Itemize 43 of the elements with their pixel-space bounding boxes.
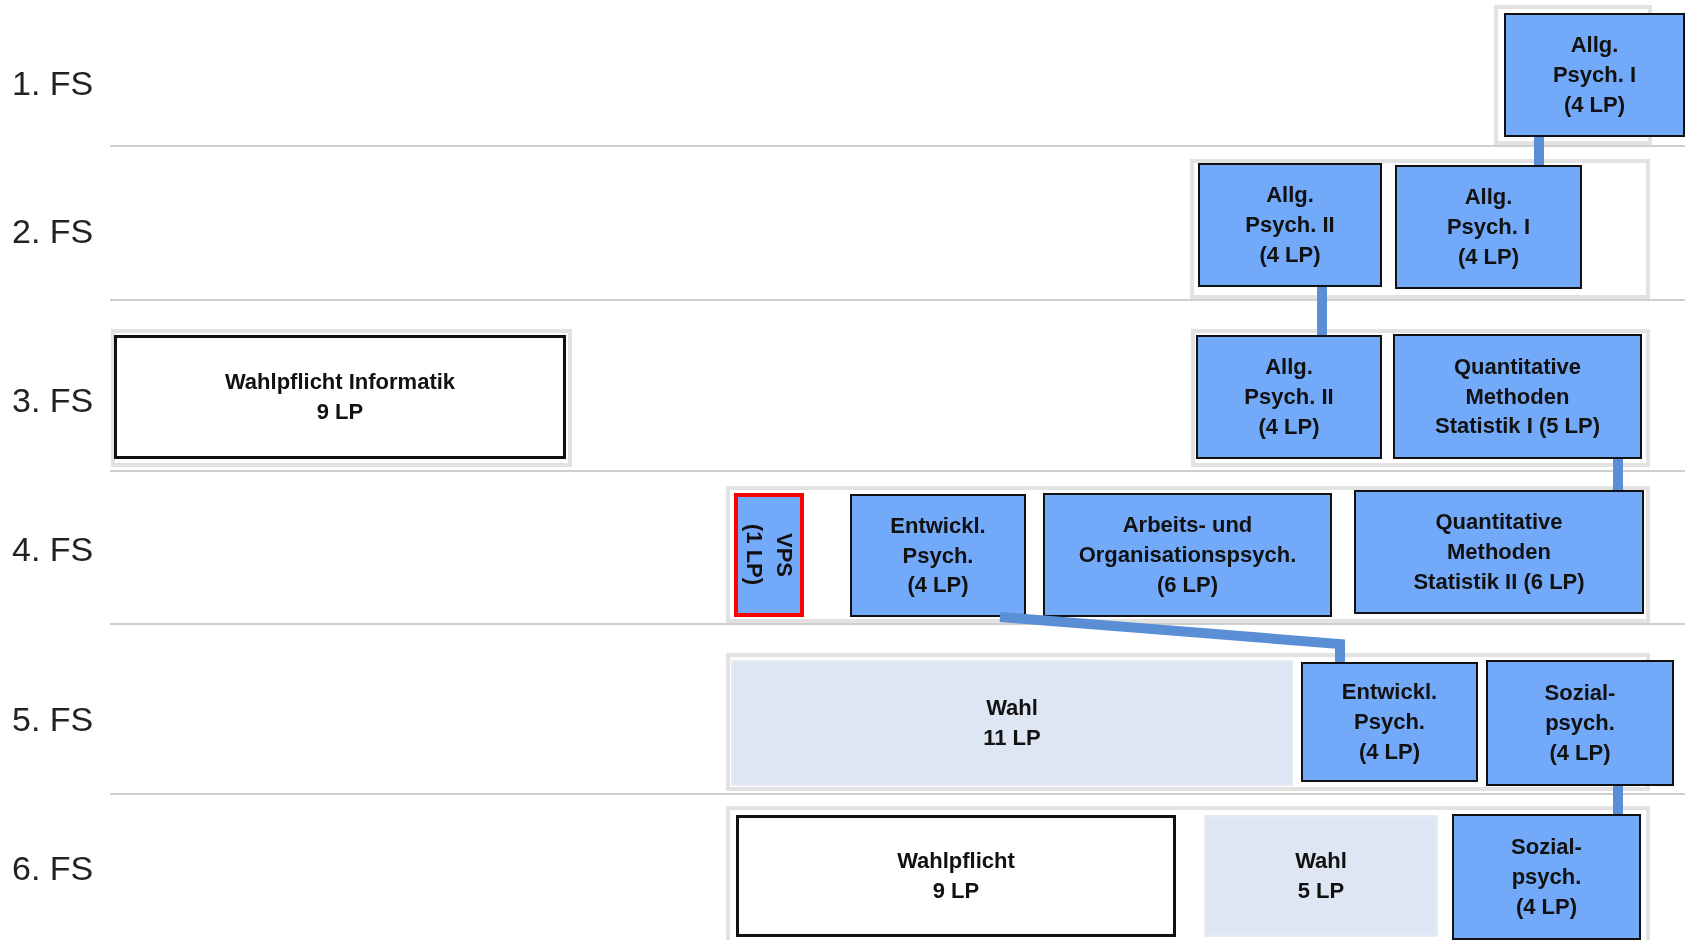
module-label: VPS (1 LP) bbox=[741, 523, 798, 588]
module-label: Sozial- psych. (4 LP) bbox=[1510, 833, 1583, 921]
module-box bbox=[1301, 662, 1478, 782]
module-box bbox=[1486, 660, 1674, 786]
module-box bbox=[1196, 335, 1382, 459]
module-box bbox=[1198, 163, 1382, 287]
module-box bbox=[850, 494, 1026, 617]
semester-label: 4. FS bbox=[12, 532, 95, 566]
module-label: Sozial- psych. (4 LP) bbox=[1543, 679, 1617, 767]
module-label: Allg. Psych. I (4 LP) bbox=[1445, 183, 1532, 271]
connector-line bbox=[1534, 137, 1544, 165]
module-label: Allg. Psych. I (4 LP) bbox=[1551, 31, 1638, 119]
module-box bbox=[1043, 493, 1332, 617]
semester-label: 2. FS bbox=[12, 214, 95, 248]
connector-line bbox=[1613, 459, 1623, 490]
elective-box bbox=[114, 335, 566, 459]
module-box bbox=[1393, 334, 1642, 459]
module-label: Quantitative Methoden Statistik II (6 LP) bbox=[1412, 508, 1586, 596]
elective-box bbox=[736, 815, 1176, 937]
module-box bbox=[1504, 13, 1685, 137]
module-label: Allg. Psych. II (4 LP) bbox=[1244, 181, 1336, 269]
semester-label: 6. FS bbox=[12, 851, 95, 885]
module-label: Wahl 11 LP bbox=[982, 694, 1042, 752]
module-label: Entwickl. Psych. (4 LP) bbox=[1341, 678, 1438, 766]
module-box bbox=[734, 493, 804, 617]
connector-line bbox=[999, 612, 1345, 662]
module-box bbox=[1395, 165, 1582, 289]
module-box bbox=[1354, 490, 1644, 614]
free-elective-box bbox=[1204, 815, 1438, 937]
module-label: Wahlpflicht Informatik 9 LP bbox=[223, 368, 457, 426]
module-label: Wahl 5 LP bbox=[1294, 847, 1348, 905]
semester-label: 3. FS bbox=[12, 383, 95, 417]
connector-line bbox=[1317, 287, 1327, 335]
module-label: Entwickl. Psych. (4 LP) bbox=[890, 511, 986, 600]
module-box bbox=[1452, 814, 1641, 940]
connector-line bbox=[1613, 786, 1623, 814]
module-label: Quantitative Methoden Statistik I (5 LP) bbox=[1433, 352, 1601, 441]
free-elective-box bbox=[731, 660, 1293, 786]
module-label: Arbeits- und Organisationspsych. (6 LP) bbox=[1077, 511, 1298, 599]
semester-label: 5. FS bbox=[12, 702, 95, 736]
module-label: Wahlpflicht 9 LP bbox=[896, 847, 1016, 905]
semester-label: 1. FS bbox=[12, 66, 95, 100]
module-label: Allg. Psych. II (4 LP) bbox=[1243, 353, 1335, 441]
